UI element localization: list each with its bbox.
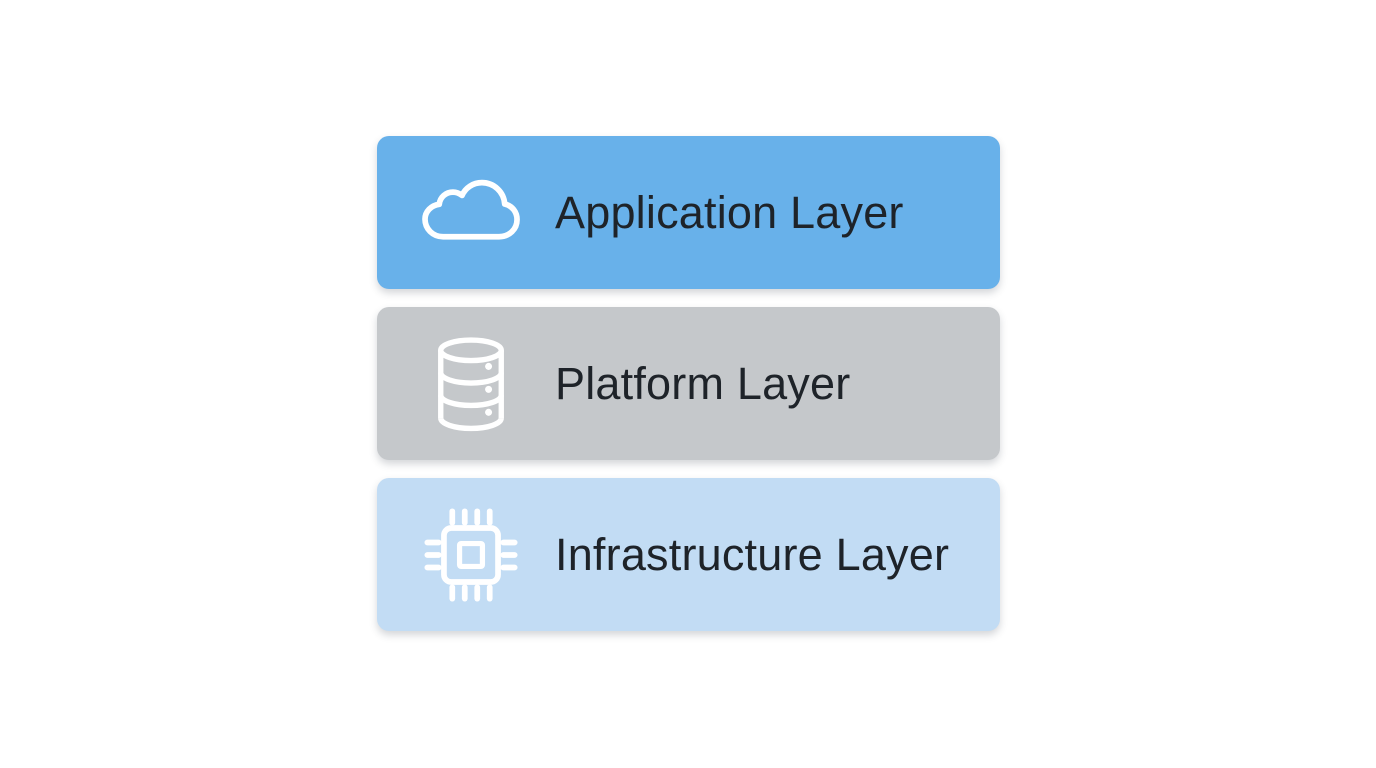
infrastructure-layer-label: Infrastructure Layer [555,528,950,580]
application-layer-bar: Application Layer [377,136,1000,289]
platform-layer-bar: Platform Layer [377,307,1000,460]
database-icon [415,335,527,433]
application-layer-label: Application Layer [555,186,904,238]
layer-stack: Application Layer Platform Layer [377,136,1000,649]
platform-layer-label: Platform Layer [555,357,851,409]
cloud-icon [415,176,527,250]
chip-icon [415,503,527,607]
infrastructure-layer-bar: Infrastructure Layer [377,478,1000,631]
